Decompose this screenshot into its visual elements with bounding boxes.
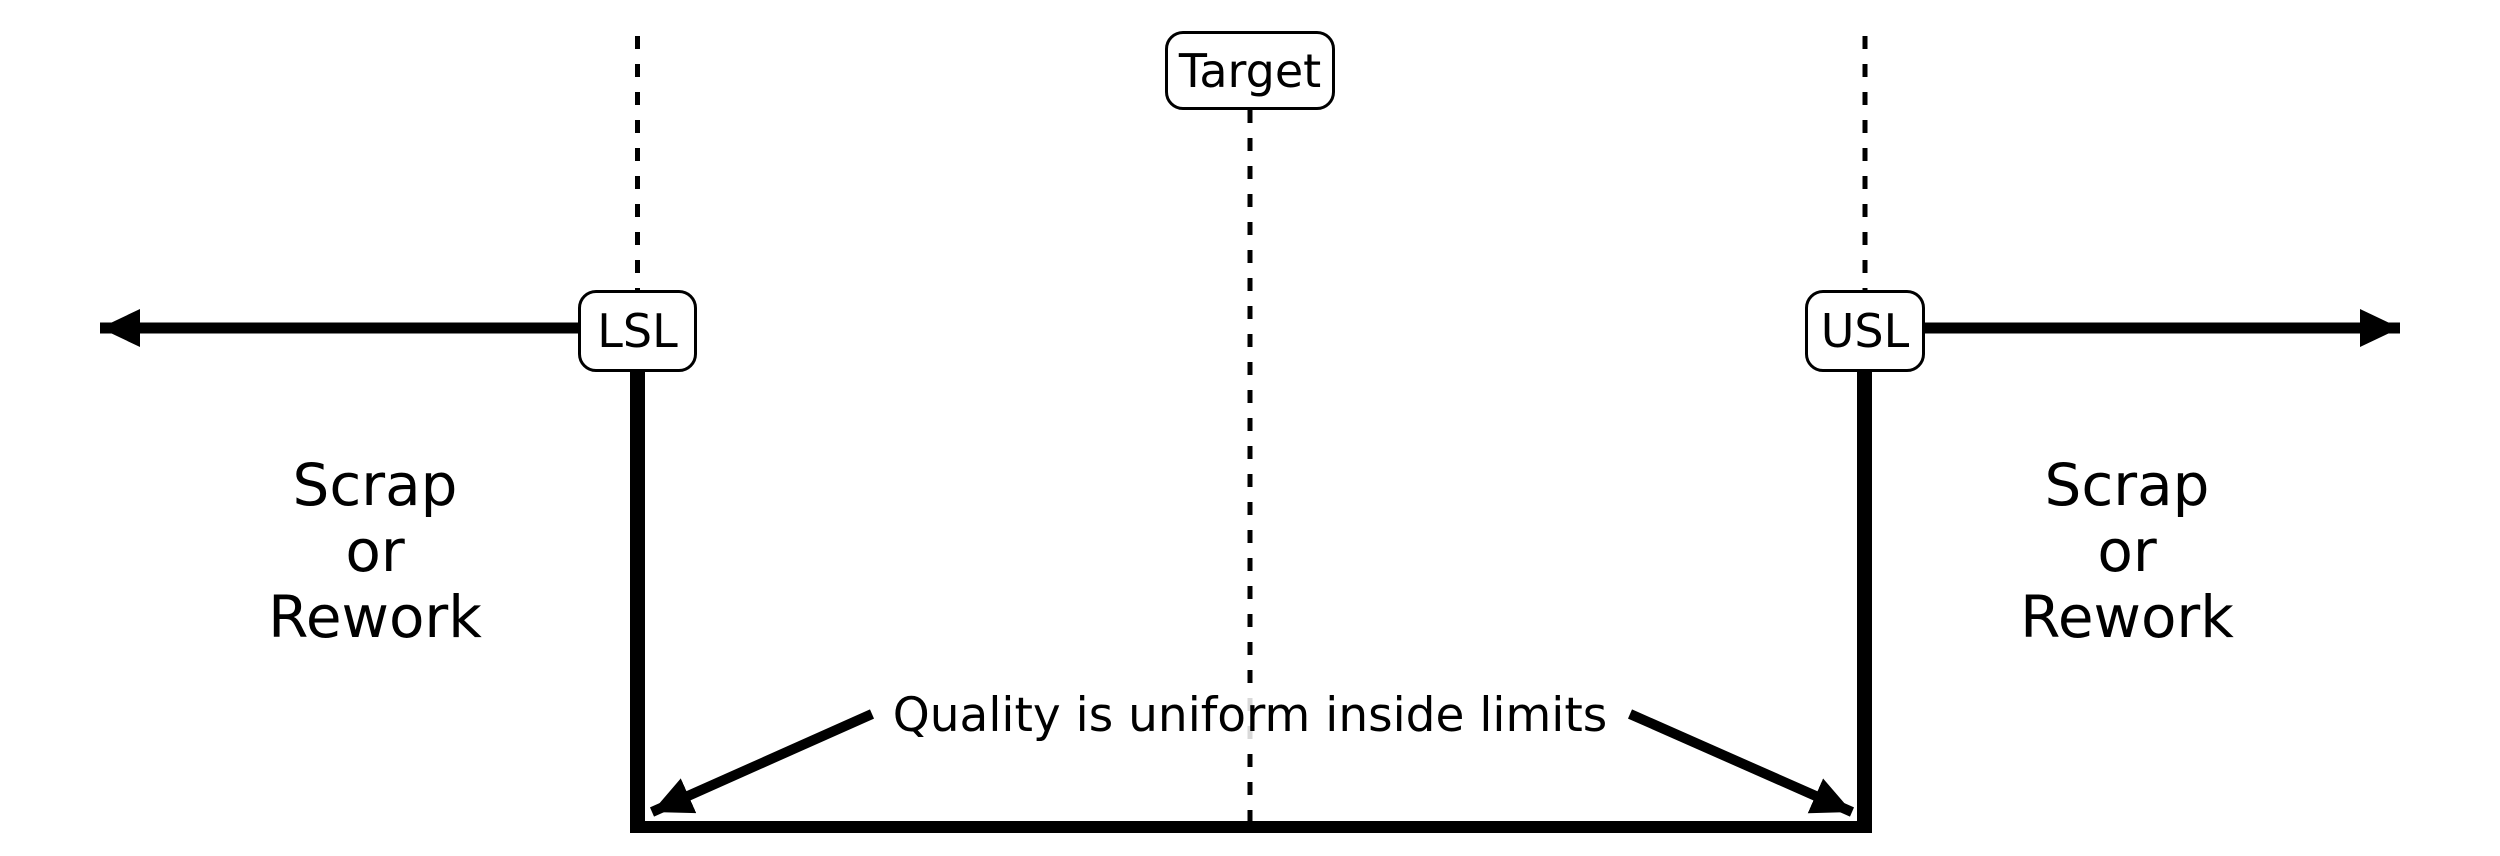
target-label-box: Target [1165,31,1335,110]
left-scrap-or-rework-text: Scrap or Rework [268,451,482,651]
uniform-quality-annotation: Quality is uniform inside limits [886,688,1614,744]
usl-label-box: USL [1805,290,1925,372]
lsl-label: LSL [597,304,678,358]
annotation-arrow-right [1627,709,1855,817]
annotation-arrow-left [649,709,875,817]
lsl-label-box: LSL [578,290,697,372]
usl-label: USL [1820,304,1910,358]
right-scrap-or-rework-text: Scrap or Rework [2020,451,2234,651]
target-label: Target [1178,43,1322,98]
